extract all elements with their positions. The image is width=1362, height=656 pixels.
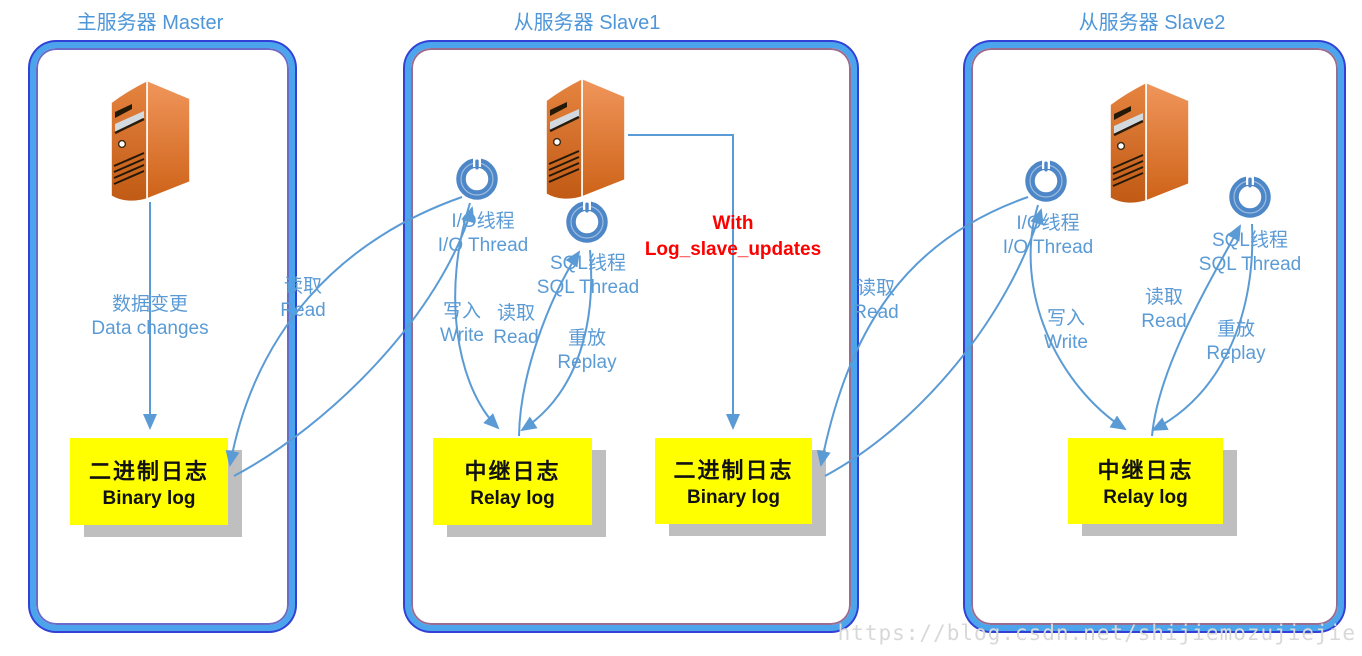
- label-read-slave1-slave2-en: Read: [853, 302, 899, 324]
- label-write-slave1-zh: 写入: [442, 301, 482, 322]
- label-read-slave1-slave2-zh: 读取: [856, 278, 896, 299]
- label-read-master-slave1: 读取 Read: [280, 275, 325, 324]
- binary-log-box-slave1: 二进制日志 Binary log: [655, 438, 812, 524]
- label-replay-slave2-en: Replay: [1206, 343, 1266, 365]
- label-write-slave2-en: Write: [1044, 332, 1088, 354]
- label-read-slave1-en: Read: [493, 327, 539, 349]
- label-read-slave1-slave2: 读取 Read: [853, 277, 898, 326]
- server-icon-slave2: [1109, 80, 1190, 203]
- server-icon-slave1: [545, 76, 626, 199]
- label-data-changes-en: Data changes: [91, 318, 209, 340]
- relay-log-box-slave2: 中继日志 Relay log: [1068, 438, 1223, 524]
- label-replay-slave2: 重放 Replay: [1206, 318, 1265, 367]
- label-replay-slave1: 重放 Replay: [557, 327, 616, 376]
- relay-log-box-slave2-en: Relay log: [1103, 487, 1188, 508]
- binary-log-box-slave1-zh: 二进制日志: [673, 458, 794, 483]
- relay-log-box-slave1-zh: 中继日志: [464, 458, 561, 484]
- label-read-slave2-zh: 读取: [1144, 287, 1184, 308]
- relay-log-box-slave1: 中继日志 Relay log: [433, 438, 592, 525]
- label-replay-slave2-zh: 重放: [1216, 319, 1255, 340]
- label-sql-thread-slave1-en: SQL Thread: [536, 277, 640, 299]
- log-slave-updates-note-line1: With: [712, 213, 754, 234]
- binary-log-box-master-zh: 二进制日志: [88, 458, 209, 484]
- label-replay-slave1-zh: 重放: [567, 328, 606, 349]
- label-sql-thread-slave1: SQL线程 SQL Thread: [537, 252, 639, 301]
- label-io-thread-slave2-en: I/O Thread: [1002, 237, 1094, 259]
- label-write-slave2: 写入 Write: [1044, 307, 1088, 356]
- binary-log-box-master-en: Binary log: [102, 487, 196, 509]
- label-write-slave2-zh: 写入: [1046, 308, 1086, 329]
- sql-thread-icon-slave2: [1229, 175, 1271, 218]
- label-write-slave1: 写入 Write: [440, 300, 484, 349]
- label-write-slave1-en: Write: [440, 325, 484, 347]
- label-read-master-slave1-en: Read: [280, 300, 326, 322]
- log-slave-updates-note-line2: Log_slave_updates: [644, 238, 822, 260]
- label-sql-thread-slave2: SQL线程 SQL Thread: [1199, 229, 1301, 278]
- watermark-url: https://blog.csdn.net/shijiemozujiejie: [837, 621, 1356, 645]
- label-sql-thread-slave2-zh: SQL线程: [1211, 230, 1289, 251]
- label-data-changes-zh: 数据变更: [111, 294, 188, 315]
- label-read-slave2-en: Read: [1141, 311, 1187, 333]
- label-read-master-slave1-zh: 读取: [283, 276, 323, 297]
- relay-log-box-slave1-en: Relay log: [470, 487, 555, 509]
- label-io-thread-slave1: I/O线程 I/O Thread: [438, 210, 528, 259]
- label-read-slave1-zh: 读取: [496, 303, 536, 324]
- panel-title-slave2: 从服务器 Slave2: [1078, 12, 1226, 34]
- label-replay-slave1-en: Replay: [557, 352, 617, 374]
- panel-title-master: 主服务器 Master: [76, 12, 224, 34]
- label-io-thread-slave2-zh: I/O线程: [1016, 213, 1080, 234]
- io-thread-icon-slave1: [456, 157, 498, 200]
- relay-log-box-slave2-zh: 中继日志: [1097, 458, 1194, 483]
- binary-log-box-master: 二进制日志 Binary log: [70, 438, 228, 525]
- io-thread-icon-slave2: [1025, 159, 1067, 202]
- log-slave-updates-note: With Log_slave_updates: [645, 211, 821, 262]
- server-icon-master: [110, 78, 191, 201]
- label-io-thread-slave2: I/O线程 I/O Thread: [1003, 212, 1093, 261]
- label-sql-thread-slave1-zh: SQL线程: [549, 253, 627, 274]
- label-io-thread-slave1-zh: I/O线程: [451, 211, 515, 232]
- sql-thread-icon-slave1: [566, 200, 608, 243]
- label-read-slave1: 读取 Read: [493, 302, 538, 351]
- panel-title-slave1: 从服务器 Slave1: [513, 12, 661, 34]
- label-io-thread-slave1-en: I/O Thread: [437, 235, 529, 257]
- binary-log-box-slave1-en: Binary log: [687, 487, 780, 508]
- label-data-changes: 数据变更 Data changes: [91, 293, 208, 342]
- label-read-slave2: 读取 Read: [1141, 286, 1186, 335]
- label-sql-thread-slave2-en: SQL Thread: [1198, 254, 1302, 276]
